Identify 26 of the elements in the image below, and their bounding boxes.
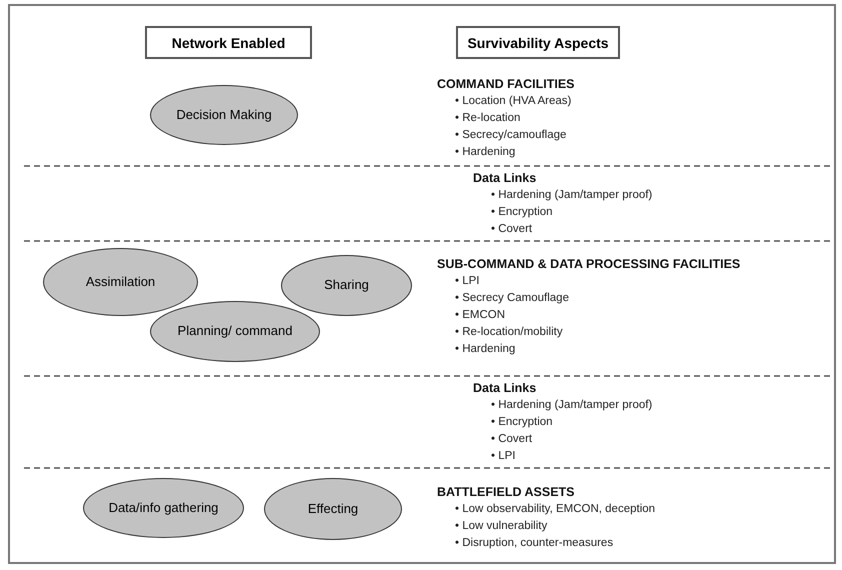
bullet-item: • Low vulnerability xyxy=(455,520,548,532)
bullet-item: • Encryption xyxy=(491,206,553,218)
bullet-item: • Hardening xyxy=(455,146,516,158)
bullet-item: • Covert xyxy=(491,433,532,445)
column-header: Network Enabled xyxy=(145,26,312,59)
bullet-item: • Re-location xyxy=(455,112,520,124)
bullet-item: • Encryption xyxy=(491,416,553,428)
section-heading: Data Links xyxy=(473,380,538,397)
bullet-item: • Hardening (Jam/tamper proof) xyxy=(491,399,652,411)
bullet-item: • Hardening (Jam/tamper proof) xyxy=(491,189,652,201)
bullet-item: • EMCON xyxy=(455,309,506,321)
column-header: Survivability Aspects xyxy=(456,26,620,59)
bullet-item: • Low observability, EMCON, deception xyxy=(455,503,656,515)
bullet-item: • Covert xyxy=(491,223,532,235)
section-heading: COMMAND FACILITIES xyxy=(437,76,574,93)
bullet-item: • Disruption, counter-measures xyxy=(455,537,614,549)
bullet-item: • Hardening xyxy=(455,343,516,355)
bullet-item: • Location (HVA Areas) xyxy=(455,95,572,107)
section-heading: Data Links xyxy=(473,170,538,187)
bullet-item: • LPI xyxy=(491,450,516,462)
bullet-item: • Secrecy Camouflage xyxy=(455,292,569,304)
section-heading: BATTLEFIELD ASSETS xyxy=(437,484,576,501)
bullet-item: • Secrecy/camouflage xyxy=(455,129,566,141)
bullet-item: • Re-location/mobility xyxy=(455,326,563,338)
bullet-item: • LPI xyxy=(455,275,480,287)
section-heading: SUB-COMMAND & DATA PROCESSING FACILITIES xyxy=(437,256,740,273)
